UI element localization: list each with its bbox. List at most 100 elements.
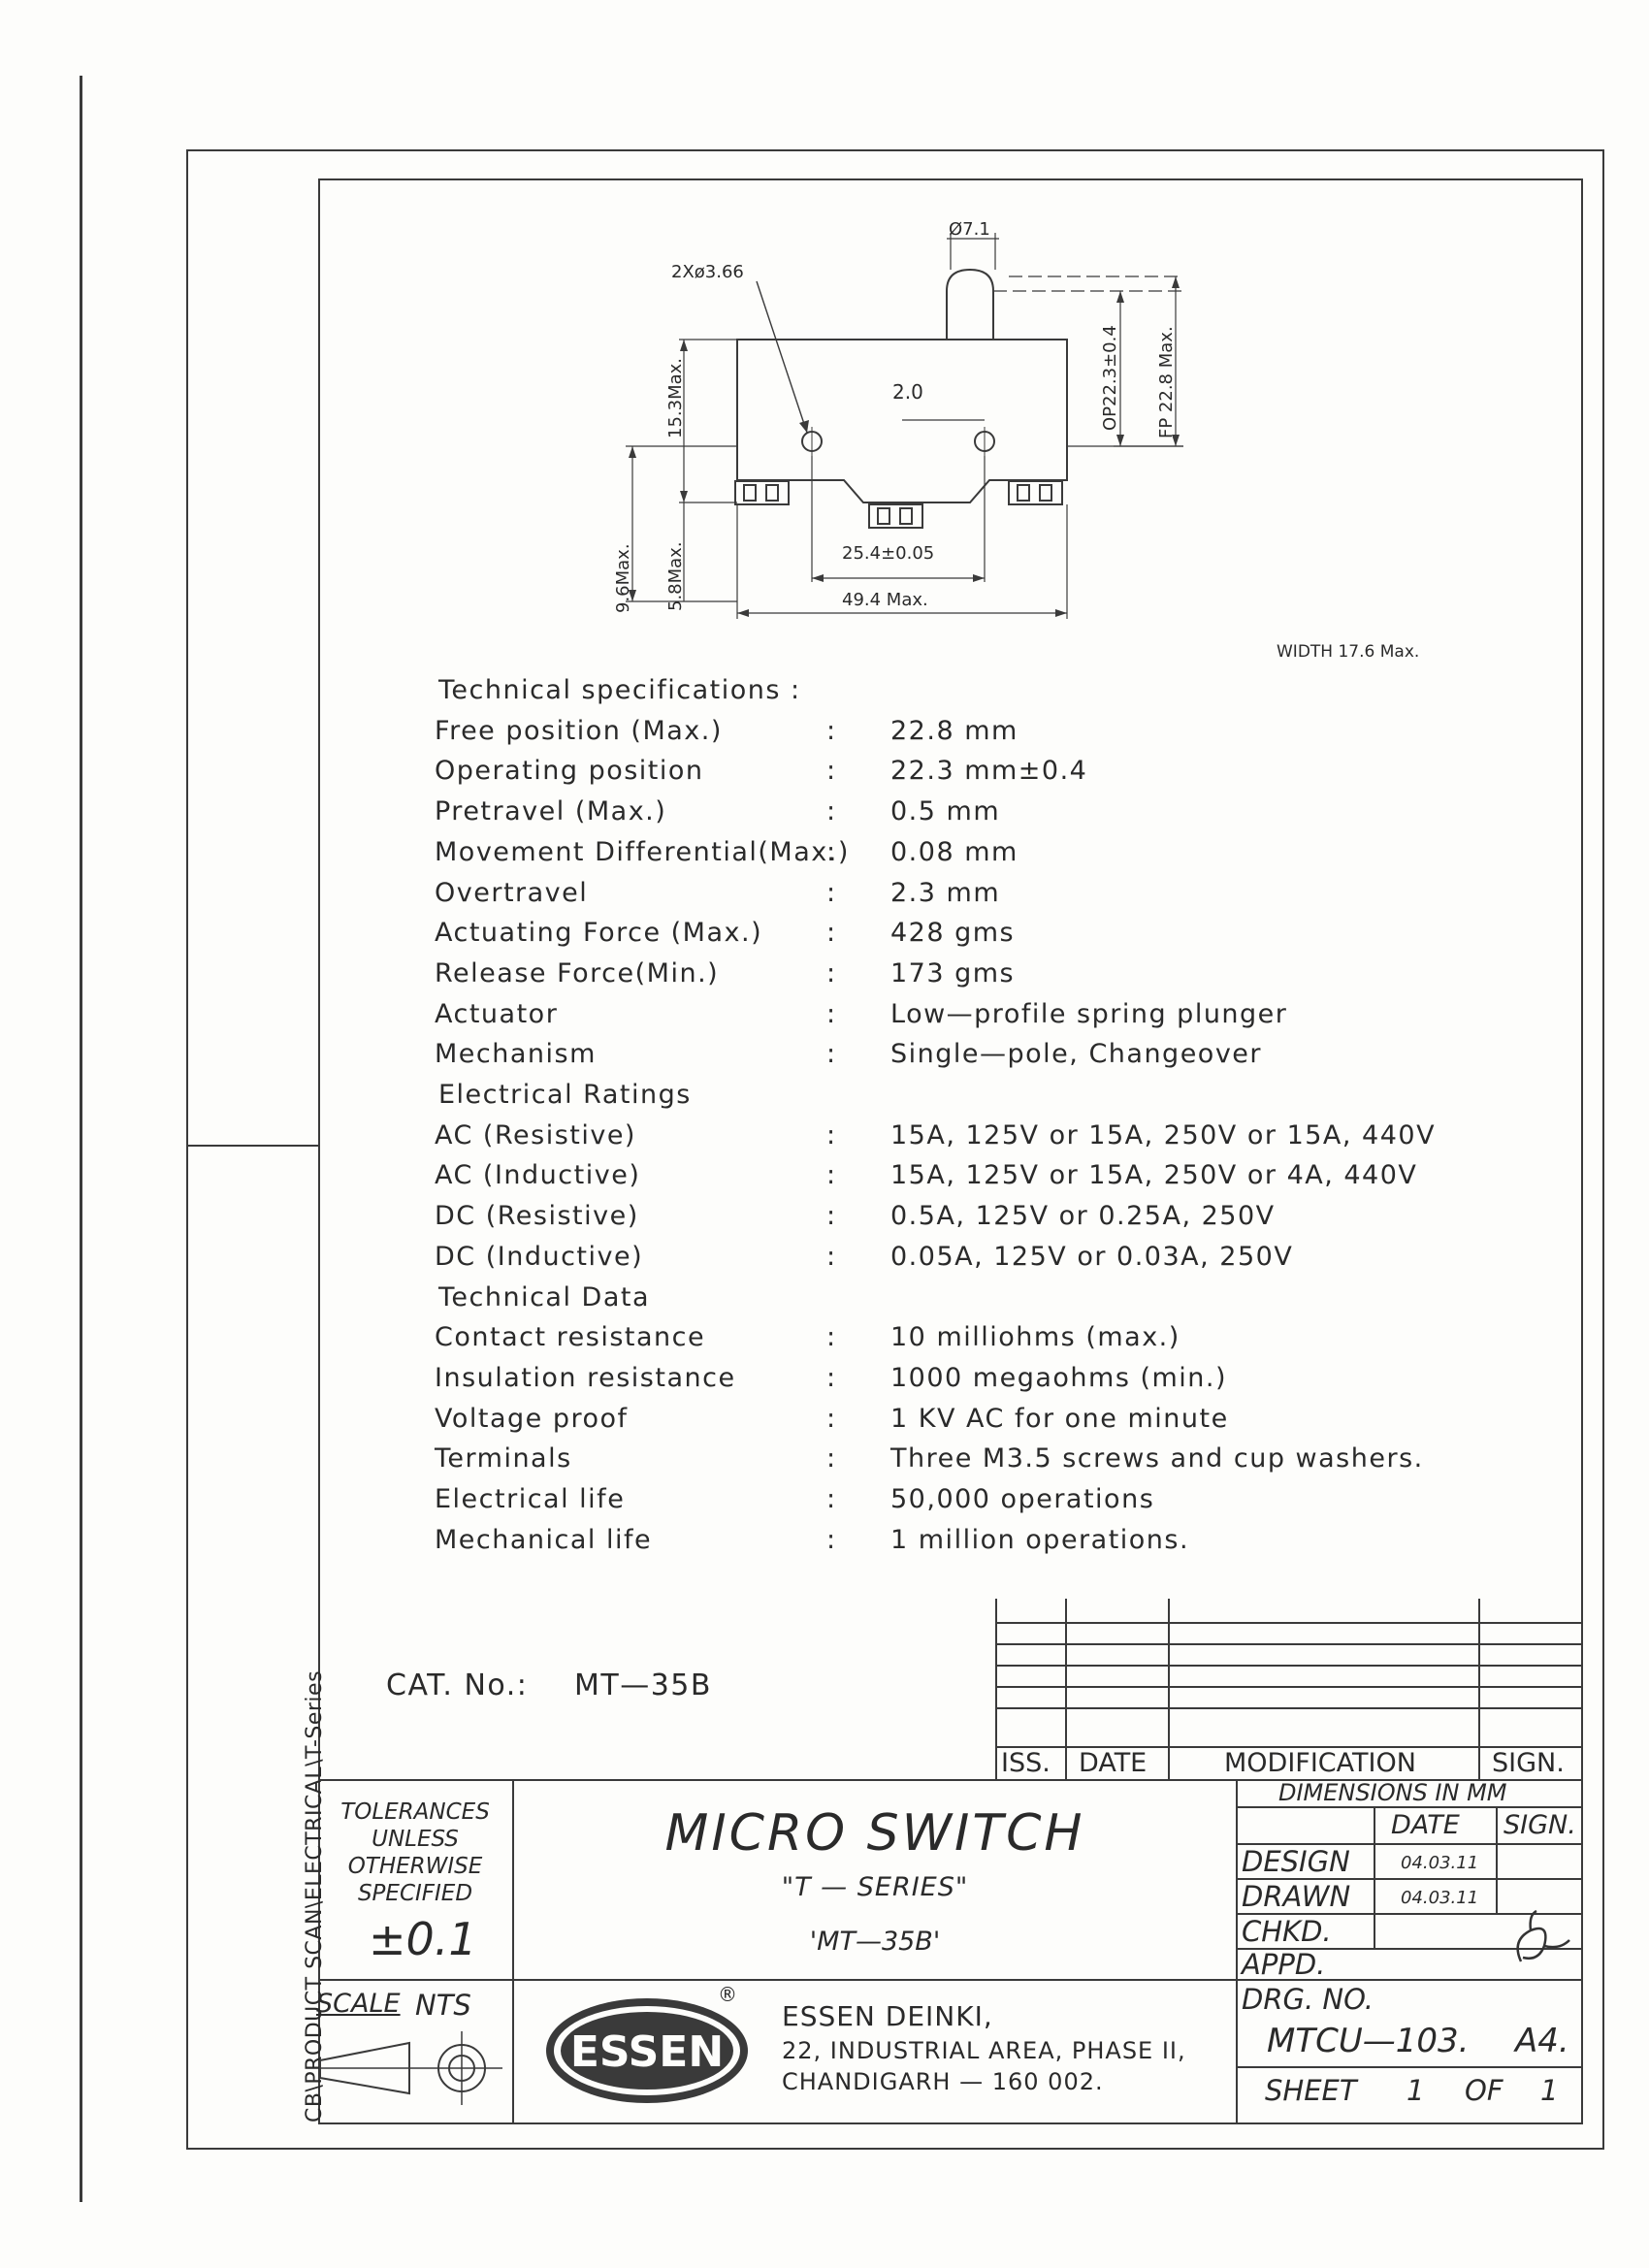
sheet-number: 1: [1406, 2074, 1425, 2107]
switch-drawing: [626, 233, 1183, 619]
spec-label: Pretravel (Max.): [435, 796, 667, 827]
switch-body: [736, 339, 1068, 503]
outer-border: [186, 149, 1604, 2150]
drawing-title: MICRO SWITCH: [664, 1804, 1085, 1863]
plunger: [946, 268, 994, 340]
drg-no-value: MTCU—103.: [1267, 2022, 1470, 2060]
electrical-rating-label: DC (Resistive): [435, 1201, 639, 1232]
technical-data-value: 1 million operations.: [890, 1524, 1190, 1555]
spec-colon: :: [826, 1039, 836, 1070]
rev-date-header: DATE: [1079, 1748, 1148, 1778]
spec-label: Free position (Max.): [435, 715, 723, 746]
sign-header: SIGN.: [1504, 1810, 1576, 1840]
drg-no-label: DRG. NO.: [1242, 1983, 1374, 2016]
technical-data-value: 10 milliohms (max.): [890, 1322, 1180, 1353]
terminal-right: [1008, 480, 1063, 505]
hole-callout: 2Xø3.66: [671, 262, 744, 282]
approval-signature: [1516, 1909, 1570, 1962]
rev-iss-header: ISS.: [1001, 1748, 1051, 1778]
company-address-1: 22, INDUSTRIAL AREA, PHASE II,: [782, 2037, 1186, 2064]
left-dim-label-1: 9.6Max.: [613, 543, 633, 613]
technical-title: Technical Data: [438, 1281, 651, 1312]
spec-colon: :: [826, 877, 836, 908]
cat-no-label: CAT. No.:: [386, 1669, 529, 1702]
drawing-series: "T — SERIES": [781, 1872, 969, 1902]
spec-label: Mechanism: [435, 1039, 597, 1070]
electrical-rating-colon: :: [826, 1119, 836, 1150]
spec-colon: :: [826, 836, 836, 867]
terminal-spacing-label: 25.4±0.05: [842, 543, 935, 564]
company-name: ESSEN DEINKI,: [782, 2000, 993, 2032]
technical-data-colon: :: [826, 1484, 836, 1514]
electrical-rating-label: DC (Inductive): [435, 1241, 644, 1272]
spec-colon: :: [826, 756, 836, 787]
height-dim-label: 15.3Max.: [665, 357, 686, 438]
technical-data-value: Three M3.5 screws and cup washers.: [890, 1443, 1424, 1474]
technical-data-colon: :: [826, 1443, 836, 1474]
terminal-center: [868, 503, 923, 529]
rev-modification-header: MODIFICATION: [1224, 1748, 1416, 1778]
electrical-rating-label: AC (Inductive): [435, 1160, 641, 1191]
overall-length-label: 49.4 Max.: [842, 590, 928, 610]
spec-colon: :: [826, 957, 836, 988]
essen-logo: ESSEN: [546, 1998, 748, 2103]
spec-label: Actuating Force (Max.): [435, 918, 763, 949]
spec-value: 2.3 mm: [890, 877, 1001, 908]
electrical-rating-value: 15A, 125V or 15A, 250V or 4A, 440V: [890, 1160, 1418, 1191]
technical-data-label: Electrical life: [435, 1484, 626, 1514]
design-label: DESIGN: [1242, 1845, 1350, 1878]
rev-sign-header: SIGN.: [1492, 1748, 1565, 1778]
technical-data-colon: :: [826, 1362, 836, 1393]
technical-data-colon: :: [826, 1524, 836, 1555]
spec-value: Low—profile spring plunger: [890, 998, 1288, 1029]
drawn-label: DRAWN: [1242, 1880, 1351, 1913]
chkd-label: CHKD.: [1242, 1915, 1332, 1948]
specs-title: Technical specifications :: [438, 675, 801, 705]
technical-data-colon: :: [826, 1403, 836, 1434]
scale-label: SCALE: [316, 1989, 401, 2019]
electrical-rating-colon: :: [826, 1201, 836, 1232]
tolerances-note: TOLERANCES UNLESS OTHERWISE SPECIFIED: [340, 1799, 490, 1906]
design-date: 04.03.11: [1401, 1853, 1479, 1873]
electrical-title: Electrical Ratings: [438, 1080, 692, 1110]
spec-colon: :: [826, 998, 836, 1029]
margin-divider: [186, 1145, 318, 1147]
inner-frame: [318, 178, 1583, 2122]
fp-dim-label: FP 22.8 Max.: [1156, 326, 1177, 438]
spec-label: Release Force(Min.): [435, 957, 720, 988]
spec-label: Actuator: [435, 998, 559, 1029]
date-header: DATE: [1391, 1810, 1460, 1840]
logo-text: ESSEN: [570, 2027, 724, 2077]
scale-value: NTS: [415, 1989, 471, 2022]
spec-value: 173 gms: [890, 957, 1016, 988]
dimensions-note: DIMENSIONS IN MM: [1278, 1779, 1507, 1806]
technical-data-label: Voltage proof: [435, 1403, 629, 1434]
drawing-model: 'MT—35B': [809, 1927, 941, 1957]
projection-symbol-icon: [319, 2031, 502, 2105]
of-label: OF: [1465, 2074, 1504, 2107]
paper-size: A4.: [1515, 2022, 1569, 2060]
spec-label: Operating position: [435, 756, 704, 787]
cat-no-value: MT—35B: [574, 1669, 712, 1702]
technical-data-label: Mechanical life: [435, 1524, 653, 1555]
spec-label: Movement Differential(Max.): [435, 836, 850, 867]
electrical-rating-colon: :: [826, 1241, 836, 1272]
electrical-rating-value: 0.5A, 125V or 0.25A, 250V: [890, 1201, 1276, 1232]
technical-data-label: Contact resistance: [435, 1322, 706, 1353]
sheet-total: 1: [1540, 2074, 1559, 2107]
technical-data-value: 50,000 operations: [890, 1484, 1155, 1514]
spec-value: 0.5 mm: [890, 796, 1001, 827]
company-address-2: CHANDIGARH — 160 002.: [782, 2068, 1104, 2095]
technical-data-label: Insulation resistance: [435, 1362, 736, 1393]
spec-value: 0.08 mm: [890, 836, 1018, 867]
spec-colon: :: [826, 918, 836, 949]
terminal-left: [734, 480, 790, 505]
technical-data-value: 1 KV AC for one minute: [890, 1403, 1229, 1434]
electrical-rating-colon: :: [826, 1160, 836, 1191]
spec-value: 22.3 mm±0.4: [890, 756, 1088, 787]
width-note: WIDTH 17.6 Max.: [1277, 642, 1420, 662]
electrical-rating-value: 0.05A, 125V or 0.03A, 250V: [890, 1241, 1294, 1272]
spec-value: 428 gms: [890, 918, 1016, 949]
spec-colon: :: [826, 715, 836, 746]
op-dim-label: OP22.3±0.4: [1100, 325, 1120, 431]
